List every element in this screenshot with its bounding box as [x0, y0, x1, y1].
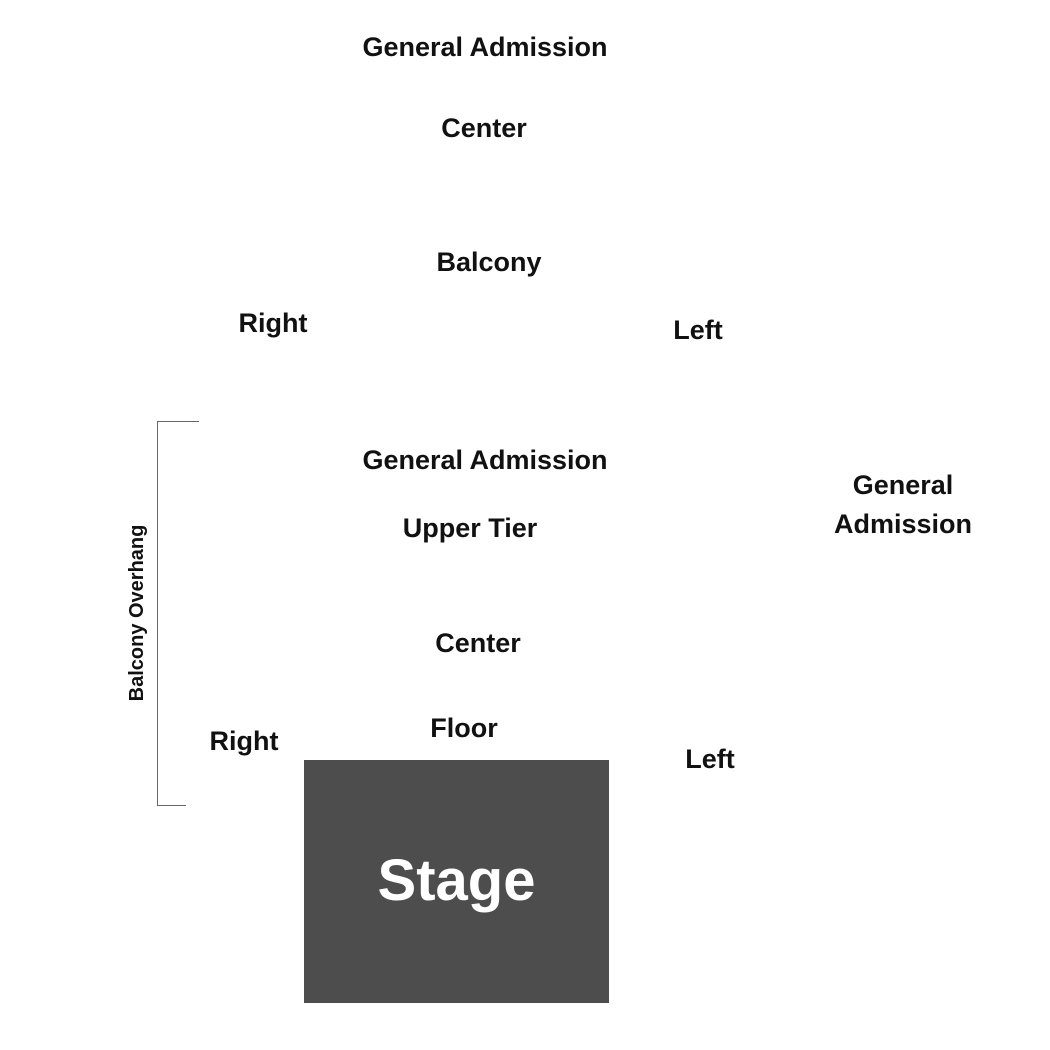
balcony-left-label[interactable]: Left — [673, 315, 723, 345]
stage-label: Stage — [377, 848, 536, 913]
floor-title-label: Floor — [430, 713, 498, 743]
balcony-center-label[interactable]: Center — [441, 113, 527, 143]
balcony-right-label[interactable]: Right — [238, 308, 308, 338]
balcony-title-label: Balcony — [436, 247, 542, 277]
side-general-admission-label[interactable]: General Admission — [833, 470, 973, 539]
floor-center-label[interactable]: Center — [435, 628, 521, 658]
balcony-overhang-label: Balcony Overhang — [126, 524, 148, 702]
floor-general-admission-label[interactable]: General Admission — [362, 445, 608, 475]
floor-right-label[interactable]: Right — [209, 726, 279, 756]
balcony-overhang-bracket — [157, 421, 199, 806]
floor-left-label[interactable]: Left — [685, 744, 735, 774]
stage: Stage — [304, 760, 609, 1003]
upper-tier-label[interactable]: Upper Tier — [402, 513, 538, 543]
balcony-general-admission-label[interactable]: General Admission — [362, 32, 608, 62]
